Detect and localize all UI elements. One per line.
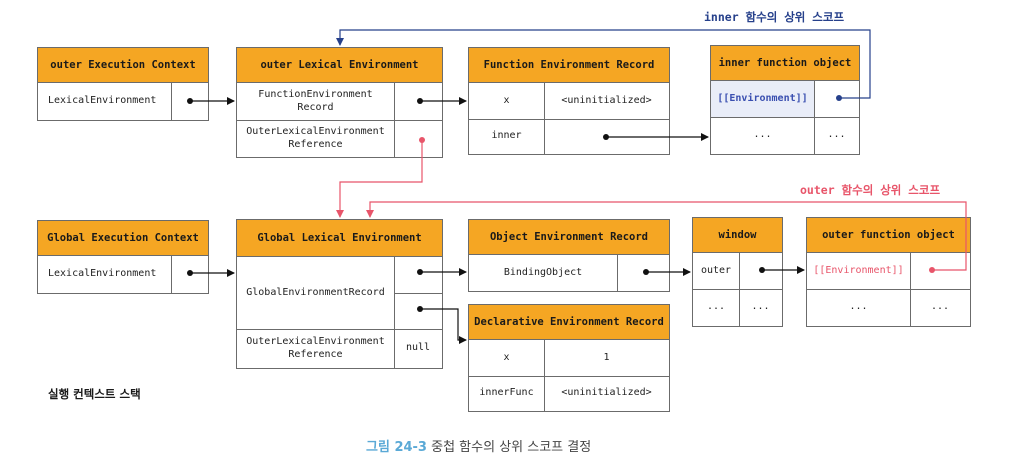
global-le-title: Global Lexical Environment — [237, 220, 442, 257]
inner-function-object: inner function object [[Environment]] ..… — [710, 45, 860, 155]
outer-fo-env: [[Environment]] — [807, 253, 910, 289]
declarative-er-innerfunc-value: <uninitialized> — [561, 387, 652, 399]
black-pointers — [187, 97, 805, 344]
global-le-row2: OuterLexicalEnvironment Reference — [246, 336, 385, 360]
outer-reference-arrow — [336, 137, 425, 218]
inner-fo-title: inner function object — [711, 46, 859, 81]
function-er-inner: inner — [491, 130, 522, 142]
declarative-er-title: Declarative Environment Record — [469, 305, 669, 340]
outer-lexical-environment: outer Lexical Environment FunctionEnviro… — [236, 47, 443, 158]
inner-fo-dots1: ... — [753, 129, 772, 141]
object-environment-record: Object Environment Record BindingObject — [468, 219, 670, 292]
inner-fo-dots2: ... — [827, 129, 846, 141]
inner-fo-env-text: [[Environment]] — [717, 92, 808, 104]
outer-function-object: outer function object [[Environment]] ..… — [806, 217, 971, 327]
window-outer: outer — [700, 264, 732, 276]
outer-fo-dots2: ... — [930, 301, 950, 313]
declarative-environment-record: Declarative Environment Record x 1 inner… — [468, 304, 670, 412]
inner-fo-env: [[Environment]] — [711, 81, 814, 117]
global-le-row1: GlobalEnvironmentRecord — [246, 286, 385, 298]
outer-le-row1: FunctionEnvironment Record — [258, 89, 373, 113]
window-dots1: ... — [706, 301, 726, 313]
outer-le-row2: OuterLexicalEnvironment Reference — [246, 126, 385, 150]
outer-execution-context: outer Execution Context LexicalEnvironme… — [37, 47, 209, 121]
global-le-null: null — [405, 342, 431, 354]
object-er-row: BindingObject — [503, 266, 583, 278]
outer-fo-env-text: [[Environment]] — [813, 264, 904, 276]
outer-scope-arrow — [366, 201, 967, 273]
inner-scope-arrow — [336, 29, 871, 101]
function-er-x: x — [503, 94, 510, 106]
outer-ec-row: LexicalEnvironment — [48, 95, 157, 107]
outer-scope-label: outer 함수의 상위 스코프 — [800, 183, 941, 197]
function-er-x-value: <uninitialized> — [561, 94, 652, 106]
global-ec-title: Global Execution Context — [38, 221, 208, 256]
window-dots2: ... — [751, 301, 770, 313]
outer-ec-title: outer Execution Context — [38, 48, 208, 83]
declarative-er-innerfunc: innerFunc — [479, 387, 534, 399]
declarative-er-x-value: 1 — [603, 351, 610, 363]
object-er-title: Object Environment Record — [469, 220, 669, 255]
figure-caption: 그림 24-3 중첩 함수의 상위 스코프 결정 — [366, 436, 591, 455]
outer-fo-title: outer function object — [807, 218, 970, 253]
window-title: window — [693, 218, 782, 253]
figure-caption-text: 중첩 함수의 상위 스코프 결정 — [431, 440, 592, 455]
outer-le-title: outer Lexical Environment — [237, 48, 442, 83]
declarative-er-x: x — [503, 351, 510, 363]
figure-number: 그림 24-3 — [366, 440, 427, 455]
global-execution-context: Global Execution Context LexicalEnvironm… — [37, 220, 209, 294]
function-er-title: Function Environment Record — [469, 48, 669, 83]
inner-scope-label: inner 함수의 상위 스코프 — [704, 10, 845, 24]
global-lexical-environment: Global Lexical Environment GlobalEnviron… — [236, 219, 443, 369]
window-object: window outer ... ... — [692, 217, 783, 327]
execution-context-stack-label: 실행 컨텍스트 스택 — [48, 387, 141, 401]
outer-fo-dots1: ... — [849, 301, 868, 313]
global-ec-row: LexicalEnvironment — [48, 268, 157, 280]
